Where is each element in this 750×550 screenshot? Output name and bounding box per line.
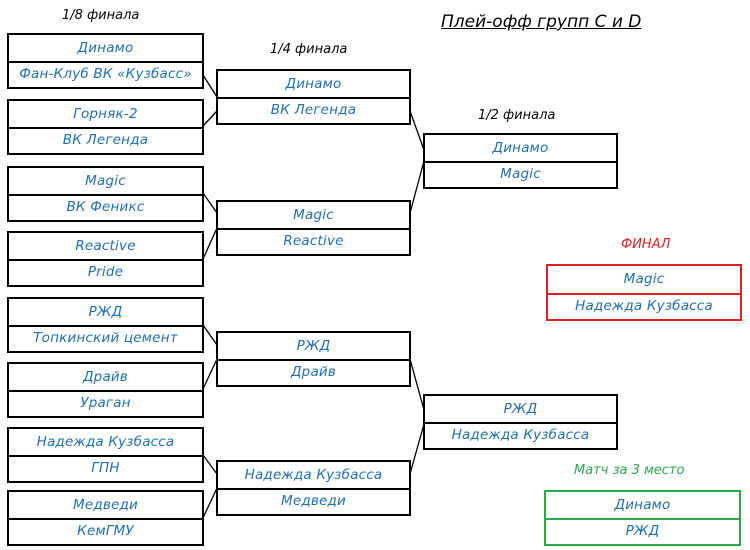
match-r16-8: Медведи КемГМУ: [7, 490, 204, 546]
connector-r16-1: [202, 74, 218, 98]
team-slot: ВК Феникс: [66, 199, 145, 215]
team-slot: Динамо: [546, 492, 739, 520]
team-slot: Надежда Кузбасса: [9, 429, 202, 457]
team-slot: Динамо: [425, 135, 616, 163]
match-r16-4: Reactive Pride: [7, 231, 204, 287]
team-slot: РЖД: [625, 523, 660, 539]
match-r16-1: Динамо Фан-Клуб ВК «Кузбасс»: [7, 33, 204, 89]
team-slot: РЖД: [425, 396, 616, 424]
round-label-third: Матч за 3 место: [574, 463, 685, 478]
team-slot: Magic: [548, 266, 740, 295]
round-label-sf: 1/2 финала: [478, 108, 556, 123]
team-slot: Медведи: [280, 493, 347, 509]
connector-qf-3: [409, 358, 425, 411]
page-title: Плей-офф групп C и D: [441, 12, 642, 32]
connector-r16-6: [202, 358, 218, 390]
match-qf-3: РЖД Драйв: [216, 331, 411, 387]
connector-r16-4: [202, 227, 218, 260]
team-slot: РЖД: [9, 299, 202, 327]
match-third-place: Динамо РЖД: [544, 490, 741, 546]
connector-qf-2: [409, 160, 425, 214]
match-qf-1: Динамо ВК Легенда: [216, 69, 411, 125]
team-slot: Magic: [218, 202, 409, 230]
team-slot: Надежда Кузбасса: [451, 427, 590, 443]
connector-r16-8: [202, 487, 218, 519]
team-slot: Драйв: [290, 364, 337, 380]
team-slot: Фан-Клуб ВК «Кузбасс»: [19, 66, 192, 82]
team-slot: ВК Легенда: [62, 132, 149, 148]
connector-r16-7: [202, 454, 218, 475]
team-slot: Magic: [9, 168, 202, 196]
team-slot: Динамо: [9, 35, 202, 63]
team-slot: Ураган: [80, 395, 131, 411]
match-r16-3: Magic ВК Феникс: [7, 166, 204, 222]
match-r16-5: РЖД Топкинский цемент: [7, 297, 204, 353]
team-slot: РЖД: [218, 333, 409, 361]
team-slot: Reactive: [283, 233, 344, 249]
connector-r16-3: [202, 192, 218, 214]
connector-r16-5: [202, 324, 218, 346]
team-slot: Pride: [87, 264, 124, 280]
match-qf-4: Надежда Кузбасса Медведи: [216, 460, 411, 516]
match-sf-1: Динамо Magic: [423, 133, 618, 189]
team-slot: Динамо: [218, 71, 409, 99]
connector-qf-4: [409, 423, 425, 475]
round-label-r16: 1/8 финала: [62, 8, 140, 23]
match-sf-2: РЖД Надежда Кузбасса: [423, 394, 618, 450]
round-label-final: ФИНАЛ: [621, 237, 671, 252]
match-r16-6: Драйв Ураган: [7, 362, 204, 418]
team-slot: ВК Легенда: [270, 102, 357, 118]
match-r16-2: Горняк-2 ВК Легенда: [7, 99, 204, 155]
team-slot: КемГМУ: [77, 523, 134, 539]
match-qf-2: Magic Reactive: [216, 200, 411, 256]
match-final: Magic Надежда Кузбасса: [546, 264, 742, 321]
team-slot: Magic: [500, 166, 541, 182]
team-slot: Медведи: [9, 492, 202, 520]
match-r16-7: Надежда Кузбасса ГПН: [7, 427, 204, 483]
team-slot: Reactive: [9, 233, 202, 261]
connector-r16-2: [202, 110, 218, 127]
round-label-qf: 1/4 финала: [270, 42, 348, 57]
team-slot: Надежда Кузбасса: [218, 462, 409, 490]
team-slot: Драйв: [9, 364, 202, 392]
team-slot: ГПН: [91, 460, 120, 476]
team-slot: Надежда Кузбасса: [575, 297, 713, 314]
team-slot: Топкинский цемент: [33, 330, 178, 346]
team-slot: Горняк-2: [9, 101, 202, 129]
connector-qf-1: [409, 110, 425, 151]
